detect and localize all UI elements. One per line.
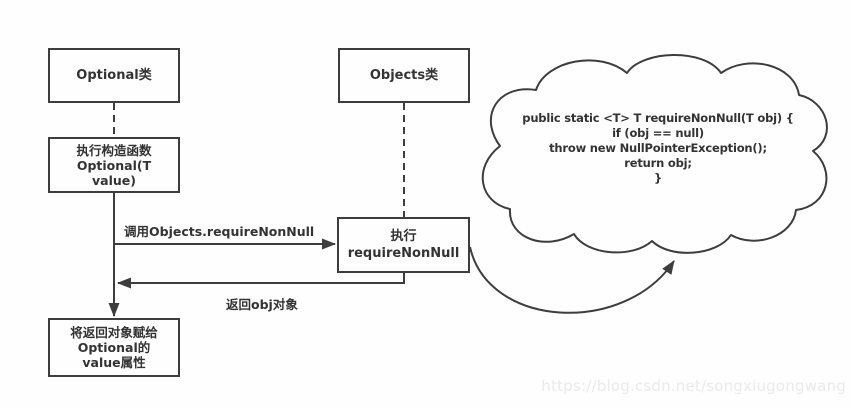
constructor-step-box: 执行构造函数 Optional(T value) <box>48 137 180 193</box>
optional-class-box: Optional类 <box>48 48 180 103</box>
assign-value-step-box: 将返回对象赋给 Optional的 value属性 <box>48 318 180 377</box>
call-message-label: 调用Objects.requireNonNull <box>124 224 315 239</box>
require-nonnull-step-box: 执行 requireNonNull <box>337 217 470 273</box>
cloud-code-block: public static <T> T requireNonNull(T obj… <box>488 111 828 186</box>
watermark-url: https://blog.csdn.net/songxiugongwang <box>541 377 846 395</box>
code-line-3: throw new NullPointerException(); <box>549 141 767 155</box>
cloud-shape <box>481 54 828 254</box>
return-arrow <box>117 273 405 289</box>
objects-class-box: Objects类 <box>338 48 470 103</box>
cloud-pointer-arrow <box>469 246 675 314</box>
code-line-1: public static <T> T requireNonNull(T obj… <box>522 111 794 125</box>
code-line-4: return obj; <box>624 156 692 170</box>
return-message-label: 返回obj对象 <box>226 297 298 312</box>
code-line-2: if (obj == null) <box>612 126 704 140</box>
code-line-5: } <box>654 171 662 185</box>
